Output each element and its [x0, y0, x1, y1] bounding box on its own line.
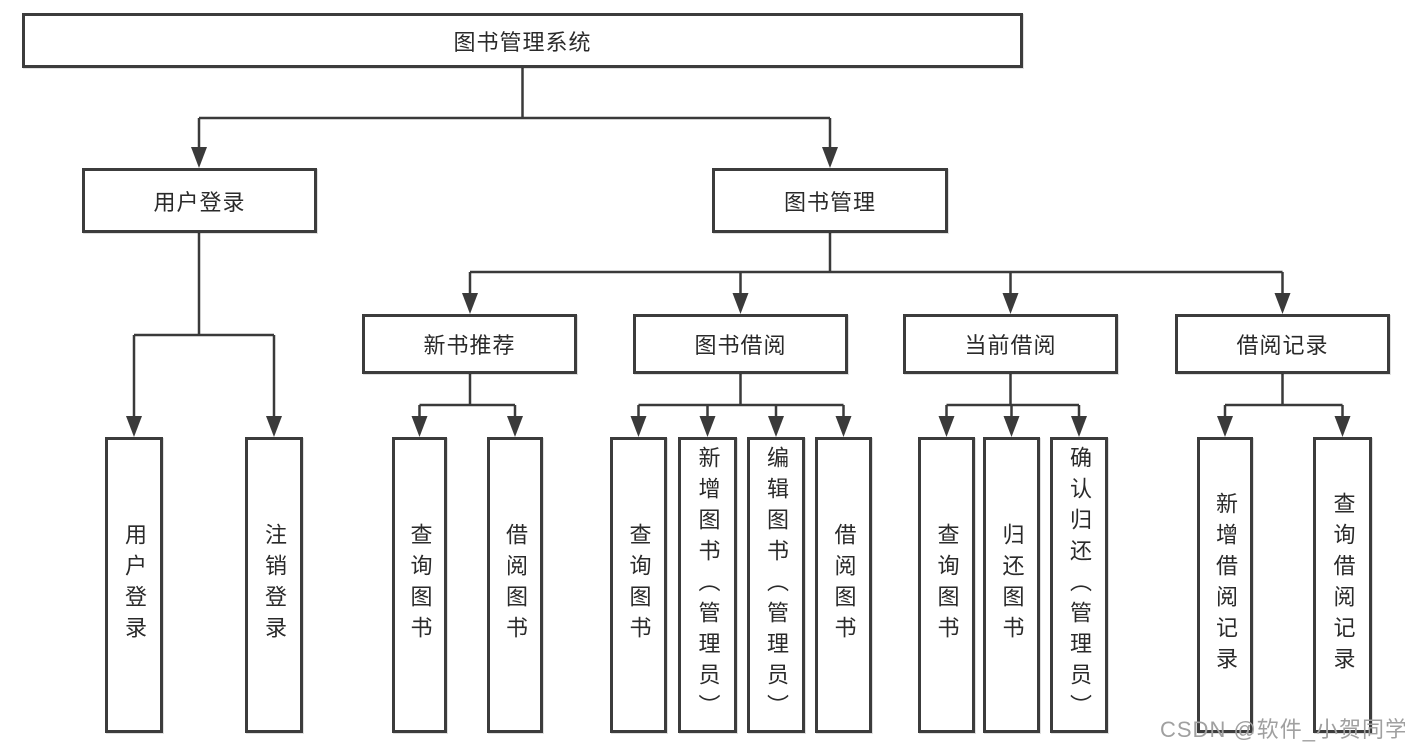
- leaf-logout-label: 注销登录: [262, 523, 287, 647]
- csdn-watermark: CSDN @软件_小贺同学: [1160, 717, 1405, 742]
- node-borrowing-records-label: 借阅记录: [1236, 333, 1329, 358]
- node-user-login: 用户登录: [82, 168, 317, 233]
- leaf-return-books: 归还图书: [983, 437, 1040, 733]
- node-new-book-recommend-label: 新书推荐: [423, 333, 516, 358]
- leaf-query-books-borrowing: 查询图书: [610, 437, 667, 733]
- leaf-user-login: 用户登录: [105, 437, 163, 733]
- leaf-query-books-borrowing-label: 查询图书: [626, 523, 652, 647]
- leaf-user-login-label: 用户登录: [122, 523, 147, 647]
- leaf-add-books-admin: 新增图书（管理员）: [678, 437, 737, 733]
- node-root-label: 图书管理系统: [453, 29, 592, 55]
- arrowhead-icons: [126, 147, 1351, 437]
- leaf-edit-books-admin-label: 编辑图书（管理员）: [764, 445, 789, 725]
- leaf-query-books-current: 查询图书: [918, 437, 975, 733]
- leaf-borrow-books-recommend: 借阅图书: [487, 437, 543, 733]
- leaf-confirm-return-admin-label: 确认归还（管理员）: [1067, 445, 1092, 725]
- leaf-logout: 注销登录: [245, 437, 303, 733]
- node-book-management-label: 图书管理: [783, 189, 876, 215]
- leaf-borrow-books-borrowing: 借阅图书: [815, 437, 872, 733]
- leaf-query-books-current-label: 查询图书: [934, 523, 960, 647]
- node-current-borrowing: 当前借阅: [903, 314, 1118, 374]
- leaf-borrow-books-recommend-label: 借阅图书: [503, 523, 528, 647]
- node-current-borrowing-label: 当前借阅: [964, 333, 1057, 358]
- leaf-query-books-recommend-label: 查询图书: [407, 523, 433, 647]
- tree-edges: [132, 68, 1344, 419]
- leaf-query-borrow-record: 查询借阅记录: [1313, 437, 1372, 733]
- leaf-confirm-return-admin: 确认归还（管理员）: [1050, 437, 1108, 733]
- node-new-book-recommend: 新书推荐: [362, 314, 577, 374]
- node-book-borrowing: 图书借阅: [633, 314, 848, 374]
- leaf-borrow-books-borrowing-label: 借阅图书: [831, 523, 857, 647]
- leaf-query-borrow-record-label: 查询借阅记录: [1330, 492, 1356, 678]
- leaf-return-books-label: 归还图书: [999, 523, 1025, 647]
- node-borrowing-records: 借阅记录: [1175, 314, 1390, 374]
- node-book-borrowing-label: 图书借阅: [694, 333, 787, 358]
- leaf-query-books-recommend: 查询图书: [392, 437, 447, 733]
- leaf-edit-books-admin: 编辑图书（管理员）: [747, 437, 805, 733]
- leaf-add-borrow-record-label: 新增借阅记录: [1213, 492, 1238, 678]
- node-user-login-label: 用户登录: [153, 189, 246, 215]
- node-root-system: 图书管理系统: [22, 13, 1023, 68]
- node-book-management: 图书管理: [712, 168, 948, 233]
- leaf-add-books-admin-label: 新增图书（管理员）: [695, 445, 721, 725]
- leaf-add-borrow-record: 新增借阅记录: [1197, 437, 1253, 733]
